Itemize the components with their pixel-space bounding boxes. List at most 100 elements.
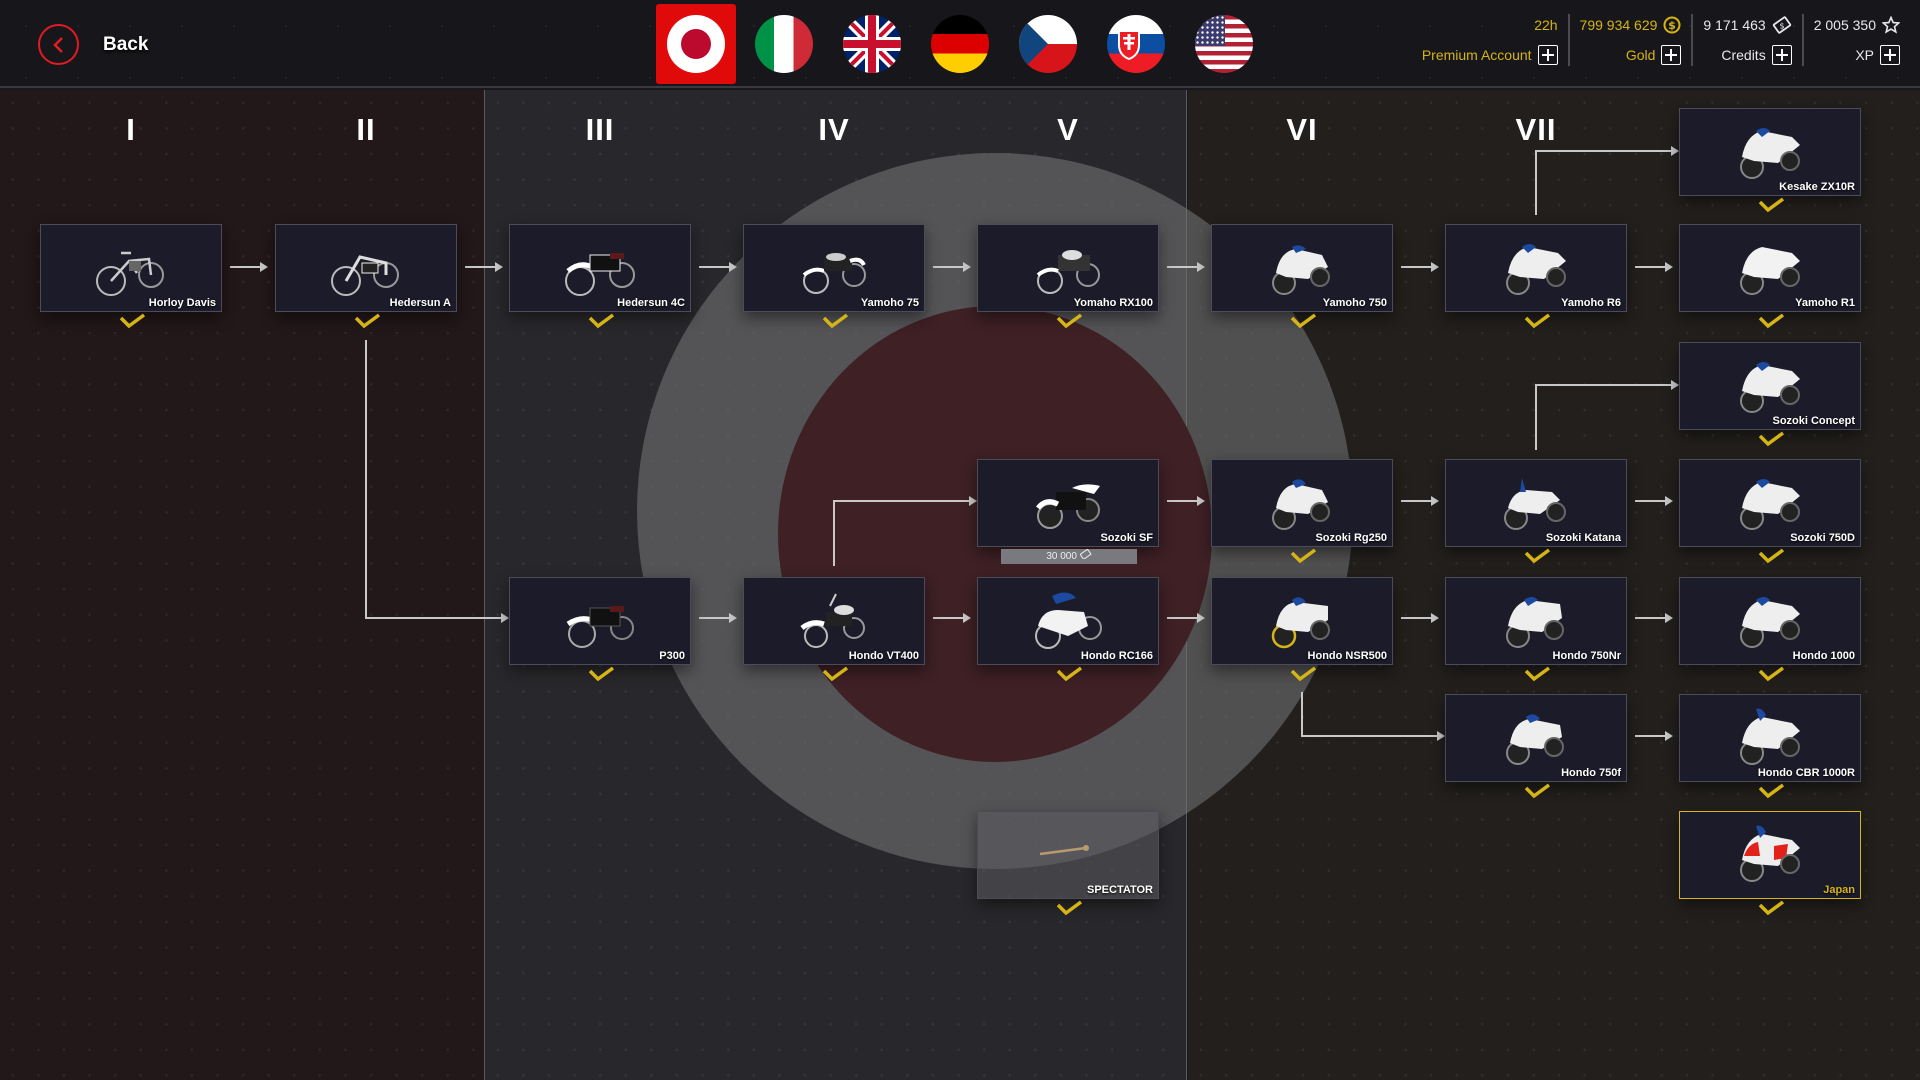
vehicle-card-spectator[interactable]: SPECTATOR [977,811,1159,916]
top-bar: Back [0,0,1920,88]
motorcycle-icon [1272,479,1330,530]
tier-header-2: II [356,112,376,147]
vehicle-name: Hondo NSR500 [1307,650,1387,662]
gold-value: 799 934 629 [1579,17,1658,33]
nation-tab-japan[interactable] [656,4,736,84]
vehicle-card-p300[interactable]: P300 [509,577,691,682]
vehicle-card-hondo-750nr[interactable]: Hondo 750Nr [1445,577,1627,682]
nation-tab-slovakia[interactable] [1096,4,1176,84]
gold-label: Gold [1625,47,1656,63]
motorcycle-icon [800,593,865,648]
owned-checkmark-icon [1524,783,1551,799]
owned-checkmark-icon [354,313,381,329]
vehicle-name: Sozoki Rg250 [1315,532,1387,544]
xp-label: XP [1855,47,1874,63]
spectator-icon [1039,845,1089,856]
back-button[interactable]: Back [38,24,148,65]
motorcycle-icon [1740,597,1800,648]
owned-checkmark-icon [1758,197,1785,213]
credits-balance: 9 171 463 $ Credits [1693,14,1804,66]
credits-value: 9 171 463 [1703,17,1766,33]
vehicle-card-horloy-davis[interactable]: Horloy Davis [40,224,222,329]
motorcycle-icon [1271,597,1330,649]
nation-tab-czech-republic[interactable] [1008,4,1088,84]
nation-selector [656,4,1272,84]
motorcycle-icon [1035,592,1102,649]
vehicle-card-hedersun-a[interactable]: Hedersun A [275,224,457,329]
motorcycle-icon [1740,708,1800,765]
research-price-bar[interactable]: 30 000 [1001,548,1137,564]
vehicle-name: Hondo CBR 1000R [1757,767,1855,779]
tier-header-1: I [126,112,136,147]
vehicle-name: Horloy Davis [148,297,216,309]
vehicle-card-sozoki-sf[interactable]: Sozoki SF 30 000 [977,459,1159,564]
owned-checkmark-icon [1056,313,1083,329]
owned-checkmark-icon [1524,548,1551,564]
owned-checkmark-icon [1524,666,1551,682]
vehicle-card-sozoki-rg250[interactable]: Sozoki Rg250 [1211,459,1393,564]
owned-checkmark-icon [1758,431,1785,447]
add-credits-button[interactable] [1771,45,1792,65]
vehicle-name: Sozoki SF [1100,532,1153,544]
vehicle-card-hondo-1000[interactable]: Hondo 1000 [1679,577,1861,682]
owned-checkmark-icon [822,313,849,329]
motorcycle-icon [1740,362,1800,413]
nation-tab-italy[interactable] [744,4,824,84]
japan-flag-icon [667,15,725,73]
vehicle-name: Hondo 750Nr [1552,650,1621,662]
vehicle-card-hondo-rc166[interactable]: Hondo RC166 [977,577,1159,682]
vehicle-card-japan[interactable]: Japan [1679,811,1861,916]
vehicle-card-kesake-zx10r[interactable]: Kesake ZX10R [1679,108,1861,213]
add-premium-button[interactable] [1537,45,1558,65]
owned-checkmark-icon [1290,548,1317,564]
tier-header-7: VII [1515,112,1557,147]
owned-checkmark-icon [1758,783,1785,799]
vehicle-card-hondo-cbr-1000r[interactable]: Hondo CBR 1000R [1679,694,1861,799]
vehicle-card-sozoki-750d[interactable]: Sozoki 750D [1679,459,1861,564]
italy-flag-icon [755,15,813,73]
owned-checkmark-icon [1524,313,1551,329]
vehicle-name: P300 [659,650,685,662]
vehicle-name: Hondo RC166 [1080,650,1153,662]
motorcycle-icon [1740,247,1800,295]
vehicle-card-yamoho-75[interactable]: Yamoho 75 [743,224,925,329]
motorcycle-icon [1740,479,1800,530]
motorcycle-icon [1740,825,1800,882]
usa-flag-icon [1195,15,1253,73]
gold-balance: 799 934 629 $ Gold [1570,14,1694,66]
nation-tab-united-kingdom[interactable] [832,4,912,84]
vehicle-card-hondo-750f[interactable]: Hondo 750f [1445,694,1627,799]
xp-value: 2 005 350 [1813,17,1876,33]
germany-flag-icon [931,15,989,73]
add-xp-button[interactable] [1880,45,1900,65]
motorcycle-icon [1036,484,1100,529]
premium-label: Premium Account [1421,47,1532,63]
price-value: 30 000 [1046,551,1077,562]
owned-checkmark-icon [1056,900,1083,916]
credits-banknote-icon [1079,548,1092,561]
motorcycle-icon [1740,128,1800,179]
vehicle-card-hondo-vt400[interactable]: Hondo VT400 [743,577,925,682]
owned-checkmark-icon [119,313,146,329]
nation-tab-germany[interactable] [920,4,1000,84]
vehicle-card-sozoki-katana[interactable]: Sozoki Katana [1445,459,1627,564]
vehicle-card-hondo-nsr500[interactable]: Hondo NSR500 [1211,577,1393,682]
owned-checkmark-icon [1758,548,1785,564]
owned-checkmark-icon [1056,666,1083,682]
uk-flag-icon [843,15,901,73]
owned-checkmark-icon [1758,313,1785,329]
vehicle-name: SPECTATOR [1086,884,1153,896]
tier-header-3: III [585,112,615,147]
tier-header-4: IV [818,112,850,147]
motorcycle-icon [566,606,634,648]
vehicle-card-yamoho-r1[interactable]: Yamoho R1 [1679,224,1861,329]
vehicle-card-hedersun-4c[interactable]: Hedersun 4C [509,224,691,329]
vehicle-card-yamoho-750[interactable]: Yamoho 750 [1211,224,1393,329]
vehicle-card-yamoho-r6[interactable]: Yamoho R6 [1445,224,1627,329]
vehicle-card-sozoki-concept[interactable]: Sozoki Concept [1679,342,1861,447]
vehicle-card-yomaho-rx100[interactable]: Yomaho RX100 [977,224,1159,329]
vehicle-name: Hedersun 4C [617,297,685,309]
vehicle-name: Hondo 1000 [1792,650,1855,662]
nation-tab-usa[interactable] [1184,4,1264,84]
add-gold-button[interactable] [1661,45,1682,65]
